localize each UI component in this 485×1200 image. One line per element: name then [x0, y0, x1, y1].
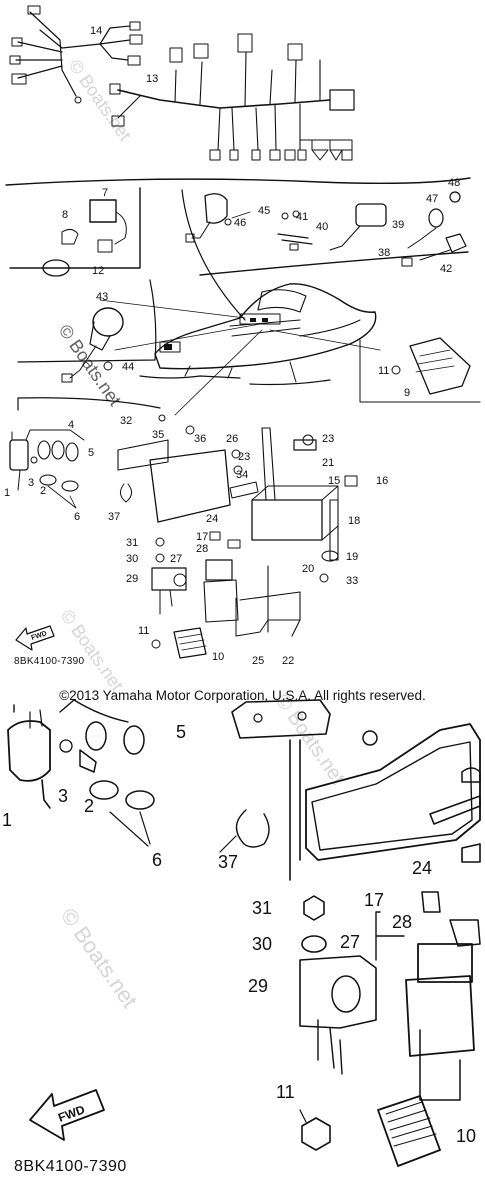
callout-2: 2 — [84, 796, 94, 816]
callout-11: 11 — [276, 1082, 295, 1102]
callout-39: 39 — [392, 219, 404, 231]
ignition-coil-group-small: 4 5 3 2 1 6 — [4, 419, 94, 523]
callout-41: 41 — [296, 211, 308, 223]
callout-24: 24 — [206, 513, 218, 525]
callout-46: 46 — [234, 217, 246, 229]
snowmobile-illustration — [99, 283, 381, 416]
copyright-notice: ©2013 Yamaha Motor Corporation, U.S.A. A… — [59, 688, 426, 703]
ignition-coil-group-zoom: 5 1 3 2 6 — [2, 699, 186, 870]
callout-11: 11 — [378, 365, 389, 377]
callout-23: 23 — [238, 451, 250, 463]
watermark: © Boats.net — [271, 690, 349, 789]
callout-33: 33 — [346, 575, 358, 587]
callout-18: 18 — [348, 515, 360, 527]
callout-22: 22 — [282, 655, 294, 667]
callout-19: 19 — [346, 551, 358, 563]
callout-2: 2 — [40, 485, 46, 497]
callout-29: 29 — [126, 573, 138, 585]
cdi-unit-group: 7 8 12 — [42, 187, 127, 277]
fwd-arrow-small: FWD — [15, 625, 55, 651]
callout-30: 30 — [252, 934, 272, 954]
watermark: © Boats.net — [57, 606, 127, 695]
callout-43: 43 — [96, 291, 108, 303]
callout-4: 4 — [68, 419, 74, 431]
section-divider — [9, 187, 141, 269]
callout-5: 5 — [176, 722, 186, 742]
callout-24: 24 — [412, 858, 432, 878]
callout-30: 30 — [126, 553, 138, 565]
electrical-box-group: 32 35 36 26 23 23 21 34 15 16 37 24 18 — [108, 414, 388, 562]
callout-3: 3 — [28, 477, 34, 489]
callout-34: 34 — [236, 469, 248, 481]
callout-31: 31 — [252, 898, 272, 918]
callout-17: 17 — [364, 890, 384, 910]
callout-35: 35 — [152, 429, 164, 441]
callout-26: 26 — [226, 433, 238, 445]
callout-29: 29 — [248, 976, 268, 996]
callout-9: 9 — [404, 387, 410, 399]
callout-15: 15 — [328, 475, 340, 487]
fwd-label: FWD — [30, 630, 47, 642]
wire-harness-group: 14 13 — [9, 5, 355, 161]
callout-36: 36 — [194, 433, 206, 445]
callout-10: 10 — [212, 651, 224, 663]
callout-13: 13 — [146, 73, 158, 85]
diagram-code: 8BK4100-7390 — [14, 656, 85, 667]
relay-regulator-group-small: 17 28 31 30 27 19 20 29 33 11 10 25 22 — [126, 531, 358, 667]
section-divider — [5, 177, 471, 186]
callout-3: 3 — [58, 786, 68, 806]
callout-8: 8 — [62, 209, 68, 221]
section-divider — [17, 279, 157, 363]
callout-45: 45 — [258, 205, 270, 217]
callout-12: 12 — [92, 265, 104, 277]
callout-27: 27 — [340, 932, 360, 952]
callout-7: 7 — [102, 187, 108, 199]
callout-38: 38 — [378, 247, 390, 259]
callout-48: 48 — [448, 177, 460, 189]
callout-28: 28 — [196, 543, 208, 555]
callout-10: 10 — [456, 1126, 476, 1146]
callout-21: 21 — [322, 457, 334, 469]
callout-16: 16 — [376, 475, 388, 487]
fwd-arrow-large: FWD — [29, 1089, 105, 1141]
callout-11: 11 — [138, 625, 149, 637]
callout-17: 17 — [196, 531, 208, 543]
switch-group: 45 46 41 40 39 38 47 48 42 — [185, 177, 467, 275]
callout-28: 28 — [392, 912, 412, 932]
callout-37: 37 — [108, 511, 120, 523]
callout-23: 23 — [322, 433, 334, 445]
section-divider — [199, 251, 469, 276]
callout-37: 37 — [218, 852, 238, 872]
section-bracket — [17, 397, 161, 411]
diagram-code: 8BK4100-7390 — [14, 1158, 127, 1175]
horn-group: 43 44 — [61, 291, 134, 383]
callout-25: 25 — [252, 655, 264, 667]
callout-5: 5 — [88, 447, 94, 459]
callout-42: 42 — [440, 263, 452, 275]
section-divider — [181, 189, 246, 321]
regulator-right-group: 11 9 — [359, 337, 481, 403]
callout-27: 27 — [170, 553, 182, 565]
callout-31: 31 — [126, 537, 138, 549]
callout-44: 44 — [122, 361, 134, 373]
callout-47: 47 — [426, 193, 438, 205]
electrical-box-zoom: 37 24 — [218, 699, 481, 881]
callout-40: 40 — [316, 221, 328, 233]
callout-6: 6 — [152, 850, 162, 870]
callout-1: 1 — [4, 487, 10, 499]
callout-1: 1 — [2, 810, 12, 830]
relay-regulator-group-zoom: 17 31 28 30 27 29 11 10 — [248, 890, 481, 1167]
callout-20: 20 — [302, 563, 314, 575]
callout-32: 32 — [120, 415, 132, 427]
callout-14: 14 — [90, 25, 102, 37]
callout-6: 6 — [74, 511, 80, 523]
watermark: © Boats.net — [56, 904, 143, 1013]
